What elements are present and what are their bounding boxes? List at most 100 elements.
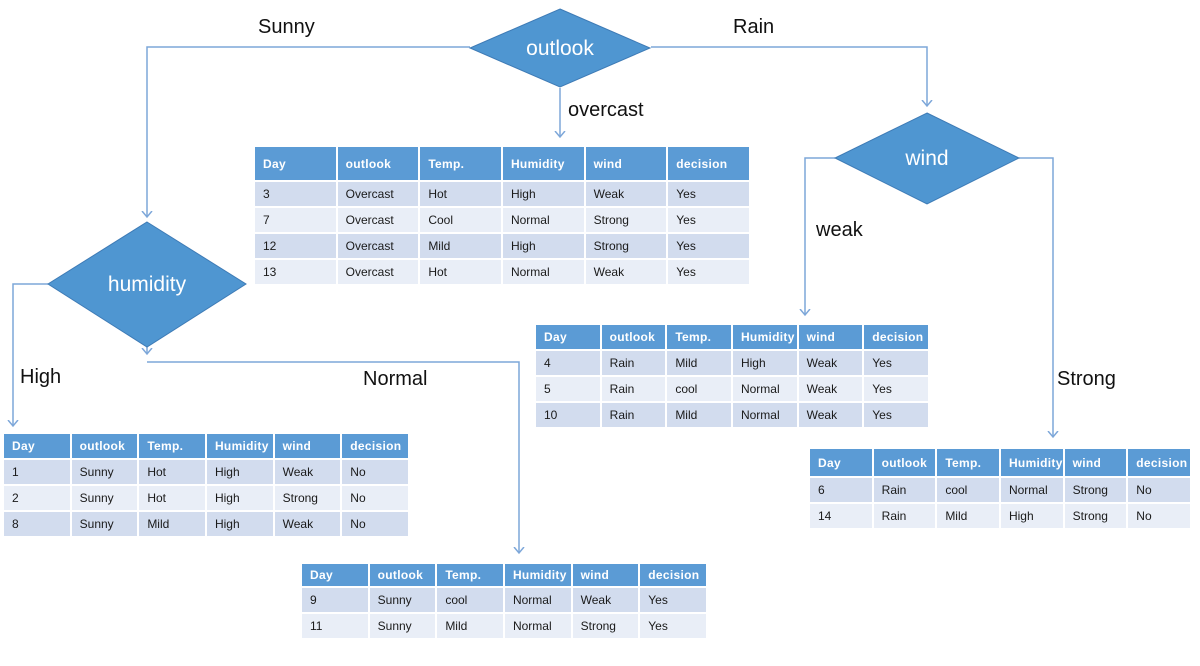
branch-line-normal — [147, 361, 519, 553]
table-cell: No — [342, 460, 408, 484]
column-header-day: Day — [255, 147, 336, 180]
column-header-temp: Temp. — [420, 147, 501, 180]
table-cell: Weak — [274, 512, 341, 536]
table-cell: Strong — [572, 614, 639, 638]
table-cell: Weak — [798, 377, 863, 401]
column-header-temp: Temp. — [437, 564, 503, 586]
branch-line-strong — [1019, 157, 1053, 437]
table-cell: No — [342, 486, 408, 510]
column-header-outlook: outlook — [601, 325, 666, 349]
table-cell: Yes — [640, 614, 706, 638]
table-cell: 9 — [302, 588, 368, 612]
table-cell: No — [342, 512, 408, 536]
node-outlook: outlook — [468, 8, 652, 88]
column-header-day: Day — [810, 449, 872, 476]
column-header-decision: decision — [668, 147, 749, 180]
table-cell: Cool — [420, 208, 501, 232]
table-cell: Hot — [420, 182, 501, 206]
table-cell: 11 — [302, 614, 368, 638]
table-cell: Strong — [585, 208, 667, 232]
table-cell: Normal — [732, 377, 797, 401]
table-cell: Normal — [504, 588, 571, 612]
table-cell: Yes — [864, 403, 928, 427]
column-header-wind: wind — [585, 147, 667, 180]
branch-line-weak — [805, 157, 835, 315]
column-header-wind: wind — [572, 564, 639, 586]
table-cell: Normal — [502, 208, 584, 232]
table-cell: Weak — [585, 260, 667, 284]
table-cell: Normal — [1000, 478, 1063, 502]
table-cell: High — [502, 182, 584, 206]
table-cell: 2 — [4, 486, 70, 510]
table-cell: Weak — [585, 182, 667, 206]
table-cell: Mild — [420, 234, 501, 258]
column-header-day: Day — [4, 434, 70, 458]
table-cell: 13 — [255, 260, 336, 284]
table-cell: High — [502, 234, 584, 258]
table-cell: Rain — [873, 504, 936, 528]
table-cell: High — [206, 512, 273, 536]
table-cell: Weak — [572, 588, 639, 612]
table-cell: Hot — [139, 460, 205, 484]
table-cell: Normal — [502, 260, 584, 284]
table-cell: Rain — [873, 478, 936, 502]
table-cell: Rain — [601, 403, 666, 427]
column-header-day: Day — [302, 564, 368, 586]
table-cell: Normal — [732, 403, 797, 427]
column-header-humidity: Humidity — [732, 325, 797, 349]
table-cell: Yes — [668, 234, 749, 258]
column-header-outlook: outlook — [337, 147, 419, 180]
table-cell: Mild — [667, 403, 731, 427]
column-header-humidity: Humidity — [502, 147, 584, 180]
table-cell: High — [206, 460, 273, 484]
table-cell: No — [1128, 504, 1190, 528]
table-cell: Overcast — [337, 234, 419, 258]
wind-node-label: wind — [904, 147, 948, 170]
outlook-node-label: outlook — [526, 37, 594, 60]
table-cell: Sunny — [71, 460, 138, 484]
table-cell: Strong — [274, 486, 341, 510]
table-cell: 14 — [810, 504, 872, 528]
column-header-outlook: outlook — [71, 434, 138, 458]
column-header-decision: decision — [640, 564, 706, 586]
table-cell: Sunny — [369, 588, 436, 612]
wind-diamond-shape — [833, 112, 1021, 205]
table-cell: 7 — [255, 208, 336, 232]
table-cell: 4 — [536, 351, 600, 375]
column-header-temp: Temp. — [937, 449, 999, 476]
table-cell: Yes — [668, 182, 749, 206]
column-header-humidity: Humidity — [1000, 449, 1063, 476]
table-cell: cool — [437, 588, 503, 612]
column-header-temp: Temp. — [139, 434, 205, 458]
table-cell: Rain — [601, 377, 666, 401]
branch-label-overcast: overcast — [568, 99, 644, 121]
table-cell: 3 — [255, 182, 336, 206]
branch-label-high: High — [20, 366, 62, 388]
table-cell: Yes — [668, 260, 749, 284]
table-cell: Yes — [640, 588, 706, 612]
table-cell: Hot — [420, 260, 501, 284]
branch-label-weak: weak — [816, 219, 863, 241]
table-cell: Mild — [437, 614, 503, 638]
table-cell: Sunny — [71, 486, 138, 510]
column-header-decision: decision — [342, 434, 408, 458]
column-header-wind: wind — [274, 434, 341, 458]
table-cell: High — [206, 486, 273, 510]
